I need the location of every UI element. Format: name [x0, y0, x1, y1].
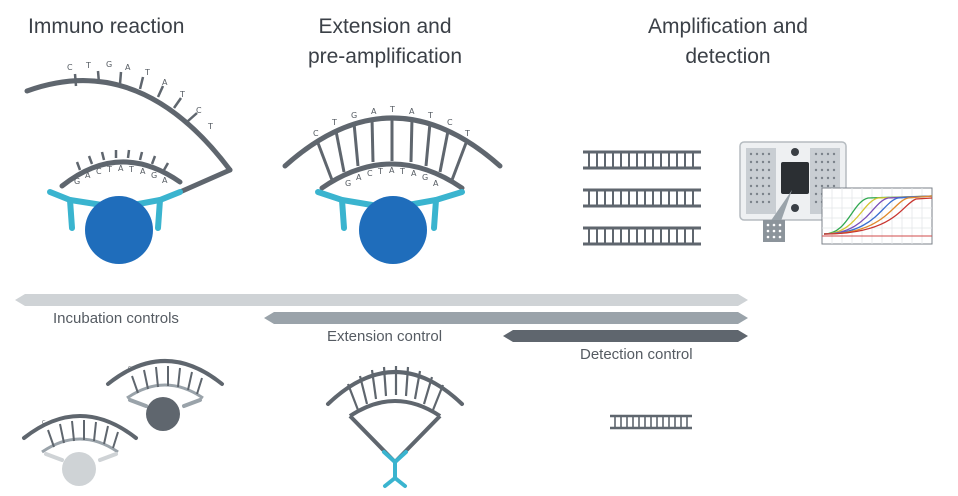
immuno-top-sequence: C T G A T A T C T: [67, 60, 213, 131]
seq-letter: T: [207, 122, 213, 131]
seq-letter: A: [118, 164, 124, 173]
seq-letter: T: [179, 90, 185, 99]
extension-control-label: Extension control: [327, 328, 443, 345]
seq-letter: T: [144, 68, 150, 77]
seq-letter: G: [106, 60, 112, 69]
seq-letter: C: [96, 167, 102, 176]
stage-title-extension-line2: pre-amplification: [307, 45, 463, 68]
antigen-icon: [62, 452, 96, 486]
seq-letter: T: [85, 61, 91, 70]
immuno-bottom-sequence: G A C T A T A G A: [74, 164, 168, 186]
incubation-control-complex-1: C: [106, 359, 224, 431]
detection-control-duplex: [610, 414, 692, 430]
seq-letter: C: [367, 169, 373, 178]
incubation-control-complex-2: C: [22, 414, 138, 486]
seq-letter: G: [422, 173, 428, 182]
seq-letter: C: [313, 129, 319, 138]
extension-bottom-sequence: G A C T A T A G A: [345, 166, 439, 188]
dna-duplex-icon: [583, 150, 701, 246]
seq-letter: A: [162, 176, 168, 185]
seq-letter: A: [389, 166, 395, 175]
stage-title-extension: Extension and pre-amplification: [290, 12, 480, 72]
extension-control-bar: [264, 312, 748, 324]
seq-letter: A: [411, 169, 417, 178]
seq-letter: A: [356, 173, 362, 182]
amplification-curves-icon: [821, 187, 933, 245]
seq-letter: T: [427, 111, 433, 120]
seq-letter: A: [140, 167, 146, 176]
seq-letter: T: [106, 165, 112, 174]
seq-letter: T: [128, 165, 134, 174]
qpcr-plate-icon: [739, 141, 847, 242]
antigen-icon: [146, 397, 180, 431]
seq-letter: A: [409, 107, 415, 116]
seq-letter: T: [389, 105, 395, 114]
immuno-complex: C T G A T A T C T G A C T A T A G A: [24, 60, 233, 264]
extension-top-sequence: C T G A T A T C T: [313, 105, 470, 138]
seq-letter: A: [371, 107, 377, 116]
seq-letter: T: [331, 118, 337, 127]
seq-letter: A: [125, 63, 131, 72]
incubation-controls-label: Incubation controls: [53, 310, 179, 327]
extension-control-complex: [326, 366, 464, 488]
seq-letter: C: [67, 63, 73, 72]
seq-letter: C: [128, 366, 132, 372]
seq-letter: G: [351, 111, 357, 120]
seq-letter: A: [85, 171, 91, 180]
stage-title-amplification-line2: detection: [685, 45, 771, 68]
seq-letter: T: [399, 167, 405, 176]
seq-letter: T: [464, 129, 470, 138]
extension-complex: C T G A T A T C T G A C T A T A G A: [282, 105, 503, 264]
seq-letter: A: [433, 179, 439, 188]
seq-letter: C: [196, 106, 202, 115]
seq-letter: A: [162, 78, 168, 87]
antigen-icon: [359, 196, 427, 264]
stage-title-amplification-line1: Amplification and: [648, 15, 808, 38]
antigen-icon: [85, 196, 153, 264]
incubation-control-bar: [15, 294, 748, 306]
seq-letter: G: [74, 177, 80, 186]
seq-letter: G: [151, 171, 157, 180]
seq-letter: C: [447, 118, 453, 127]
stage-title-amplification: Amplification and detection: [630, 12, 826, 72]
stage-title-immuno: Immuno reaction: [28, 15, 185, 38]
seq-letter: G: [345, 179, 351, 188]
seq-letter: T: [377, 167, 383, 176]
seq-letter: C: [42, 420, 46, 426]
detection-control-bar: [503, 330, 748, 342]
detection-control-label: Detection control: [580, 346, 693, 363]
stage-title-extension-line1: Extension and: [318, 15, 452, 38]
